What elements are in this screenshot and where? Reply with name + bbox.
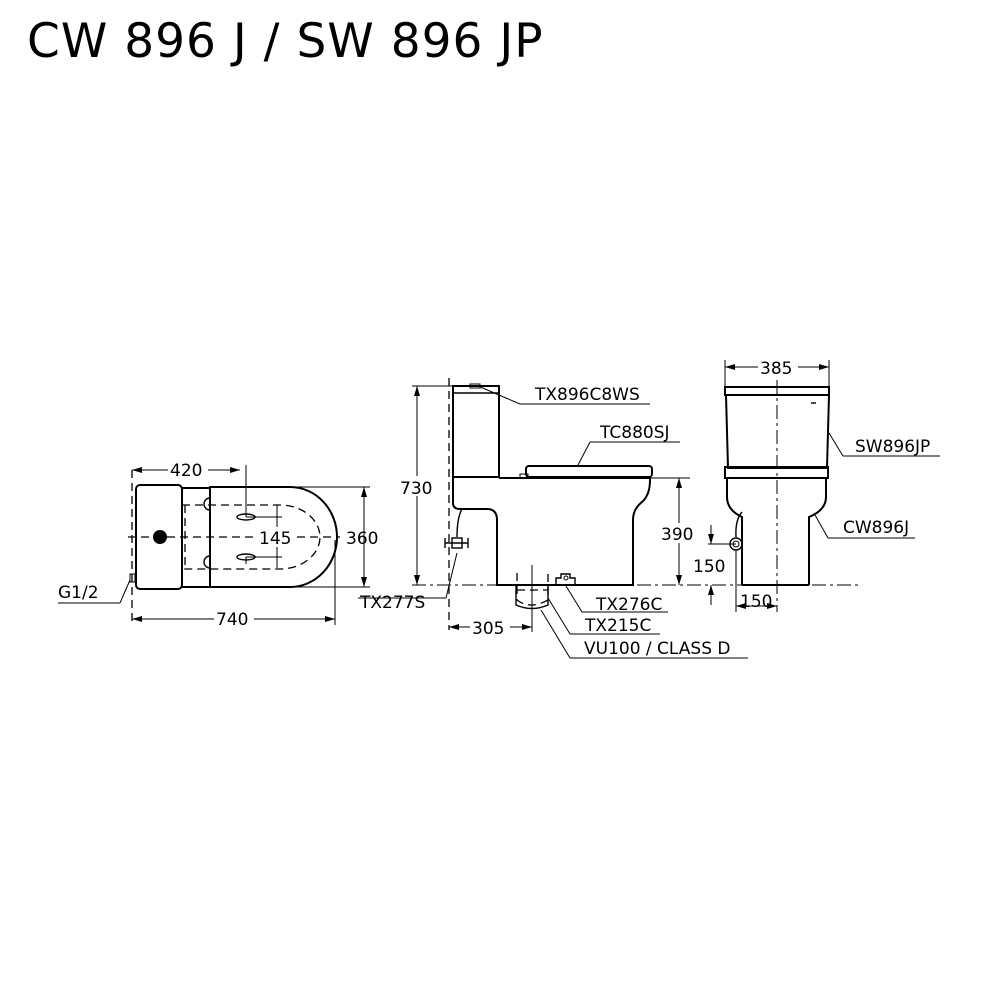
side-bowl	[452, 477, 651, 586]
dim-inlet-offset: 150	[740, 592, 772, 612]
drawing-title: CW 896 J / SW 896 JP	[27, 14, 544, 69]
label-flange: TX215C	[584, 616, 651, 636]
side-seat	[525, 465, 653, 478]
dim-front-width: 385	[760, 359, 792, 379]
label-bowl: CW896J	[843, 518, 909, 538]
label-pipe: VU100 / CLASS D	[584, 639, 731, 659]
label-flush-button: TX896C8WS	[534, 385, 640, 405]
side-tank	[452, 385, 500, 478]
dim-length: 740	[216, 610, 248, 630]
front-view: 385 150 150 SW896JP CW896J	[693, 357, 940, 612]
plan-bowl	[209, 486, 338, 588]
plan-view: 420 145 360 740 G1/2	[58, 458, 378, 630]
dim-height: 730	[400, 479, 432, 499]
dim-seat-height: 390	[661, 525, 693, 545]
label-tank: SW896JP	[855, 437, 930, 457]
label-seat: TC880SJ	[599, 423, 670, 443]
side-view: 730 390 305 TX896C8WS TC880SJ TX277S TX2…	[358, 378, 860, 659]
dim-inlet-height: 150	[693, 557, 725, 577]
label-fixing: TX276C	[595, 595, 662, 615]
front-bowl	[726, 478, 743, 585]
dim-seat-holes: 145	[259, 529, 291, 549]
dim-outlet: 305	[472, 619, 504, 639]
label-stop-valve: TX277S	[359, 593, 425, 613]
dim-plan-width: 360	[346, 529, 378, 549]
label-inlet: G1/2	[58, 583, 99, 603]
dim-tank-depth: 420	[170, 461, 202, 481]
